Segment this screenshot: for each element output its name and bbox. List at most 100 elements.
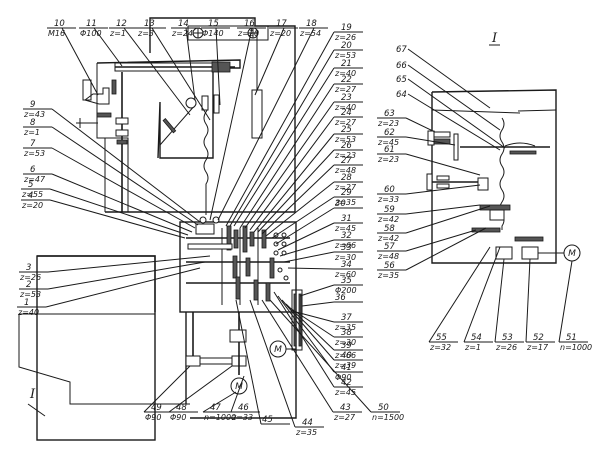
callout-leader-line [51, 173, 193, 233]
base-front [36, 255, 156, 441]
callout-spec: z=60 [334, 270, 356, 279]
callout-spec: z=35 [334, 198, 356, 207]
callout-55: 55z=32 [428, 246, 491, 352]
callout-number: 60 [384, 185, 395, 195]
head-outline [96, 59, 241, 159]
callout-32: 32z=66 [279, 231, 363, 257]
callout-number: 13 [144, 19, 155, 29]
callout-spec: z=43 [23, 110, 45, 119]
callout-number: 43 [340, 403, 351, 413]
callout-60: 60z=33 [377, 184, 481, 204]
callout-number: 44 [302, 418, 313, 428]
callout-leader-line [254, 27, 285, 96]
callout-number: 19 [341, 23, 352, 33]
callout-number: 21 [341, 59, 352, 69]
callout-number: 67 [396, 45, 407, 55]
callout-40: 40z=39 [281, 299, 363, 370]
callout-leader-line [151, 27, 211, 121]
callout-spec: z=20 [269, 29, 291, 38]
callout-number: 17 [276, 19, 287, 29]
callout-number: 24 [341, 108, 352, 118]
callout-spec: z=40 [334, 69, 356, 78]
callout-spec: z=23 [377, 155, 399, 164]
callout-number: 47 [210, 403, 221, 413]
callout-number: 16 [244, 19, 255, 29]
callout-number: 59 [384, 205, 395, 215]
callout-14: 14z=24 [171, 19, 200, 101]
callout-leader-line [299, 284, 335, 297]
callout-34: 34z=60 [287, 260, 363, 279]
callout-spec: z=1 [109, 29, 126, 38]
callout-leader-line [405, 229, 477, 252]
callout-spec: z=1 [23, 128, 40, 137]
callout-spec: z=53 [23, 149, 45, 158]
callout-leader-line [277, 295, 335, 373]
callout-leader-line [265, 181, 335, 237]
callout-spec: z=26 [495, 343, 517, 352]
callout-spec: M16 [48, 29, 65, 38]
callout-25: 25z=53 [253, 125, 363, 233]
callout-13: 13z=3 [137, 19, 211, 121]
callout-50: 50n=1500 [269, 299, 404, 422]
callout-57: 57z=48 [377, 229, 477, 261]
callout-number: 1 [24, 298, 29, 308]
callout-number: 2 [26, 280, 31, 290]
spindle-motor-symbol: M [235, 382, 243, 392]
callout-spec: z=53 [19, 290, 41, 299]
callout-number: 28 [341, 173, 352, 183]
callout-number: 46 [238, 403, 249, 413]
callout-leader-line [463, 246, 501, 343]
callout-leader-line [558, 260, 573, 343]
callout-1: 1z=40 [17, 267, 201, 317]
callout-number: 4 [28, 191, 33, 201]
callout-spec: z=42 [377, 215, 399, 224]
callout-leader-line [185, 27, 196, 101]
callout-number: 37 [341, 313, 352, 323]
callout-leader-line [123, 27, 191, 116]
callout-number: 64 [396, 90, 407, 100]
callout-number: 5 [28, 180, 33, 190]
callout-spec: z=40 [334, 103, 356, 112]
callout-labels: 1z=402z=533z=264z=205z=556z=477z=538z=19… [17, 19, 592, 437]
callout-45: 45 [235, 299, 290, 425]
callout-leader-line [143, 365, 191, 413]
spindle-motor [230, 377, 248, 395]
callout-spec: z=30 [334, 338, 356, 347]
feed-mechanism [76, 72, 129, 212]
callout-56: 56z=35 [377, 227, 487, 280]
counterweight [251, 89, 263, 139]
callout-26: 26z=23 [257, 141, 363, 233]
callout-number: 38 [341, 328, 352, 338]
callout-number: 55 [436, 333, 447, 343]
callout-67: 67 [396, 45, 491, 109]
callout-leader-line [269, 299, 372, 413]
callout-54: 54z=1 [463, 246, 501, 352]
callout-17: 17z=20 [254, 19, 298, 96]
feed-motor-symbol: M [274, 345, 282, 355]
callout-38: 38z=30 [289, 307, 363, 347]
callout-44: 44z=35 [249, 299, 324, 437]
callout-6: 6z=47 [23, 165, 193, 233]
worm-wheel-15 [211, 61, 231, 73]
callout-number: 12 [116, 19, 127, 29]
callout-23: 23z=40 [244, 93, 363, 229]
callout-33: 33z=30 [283, 243, 363, 263]
callout-spec: z=33 [231, 413, 253, 422]
callout-leader-line [239, 83, 335, 229]
callout-24: 24z=27 [249, 108, 363, 231]
callout-36: 36 [301, 293, 363, 307]
callout-number: 9 [30, 100, 35, 110]
callout-number: 48 [176, 403, 187, 413]
callout-spec: z=1 [464, 343, 481, 352]
callout-leader-line [407, 78, 506, 149]
callout-spec: z=27 [333, 413, 356, 422]
callout-spec: z=20 [21, 201, 43, 210]
callout-leader-line [287, 267, 335, 270]
callout-leader-line [428, 246, 491, 343]
callout-leader-line [47, 261, 206, 290]
callout-spec: Φ90 [170, 413, 186, 422]
callout-3: 3z=26 [19, 255, 211, 282]
